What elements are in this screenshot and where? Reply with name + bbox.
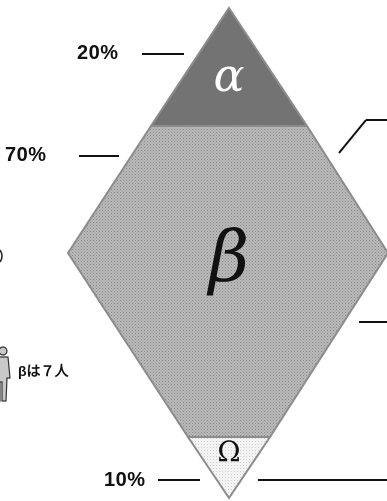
omega-symbol: Ω [217, 435, 241, 468]
omega-percent-label: 10% [104, 469, 146, 491]
right-connector-top [338, 119, 367, 154]
person-figure [0, 346, 11, 402]
alpha-symbol: α [213, 48, 245, 102]
person-figure-partial [0, 249, 3, 263]
alpha-percent-label: 20% [77, 42, 119, 64]
beta-count-note: βは７人 [18, 363, 69, 379]
beta-symbol: β [208, 216, 250, 298]
omega-segment [186, 436, 272, 500]
beta-percent-label: 70% [5, 144, 47, 166]
